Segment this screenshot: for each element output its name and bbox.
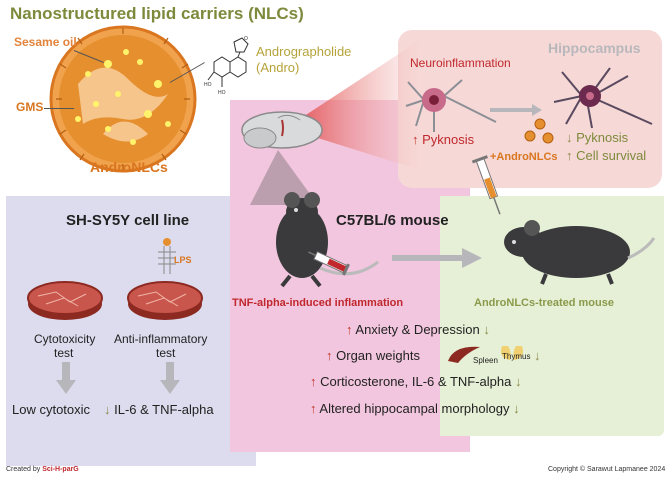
thymus-icon: [501, 346, 523, 360]
cell-line-panel: [6, 196, 256, 466]
inflamed-neuron-icon: [405, 79, 497, 132]
nlc-name-label: AndroNLCs: [90, 159, 168, 175]
cell-survival-text: ↑ Cell survival: [566, 148, 646, 163]
down-arrow-left-icon: [56, 362, 76, 394]
mouse-title: C57BL/6 mouse: [336, 212, 449, 229]
nanoparticles-icon: [524, 118, 554, 144]
healthy-neuron-icon: [553, 67, 653, 129]
neuroinflammation-label: Neuroinflammation: [410, 56, 511, 70]
gms-label: GMS: [16, 100, 44, 114]
pyknosis-up-text: ↑ Pyknosis: [412, 132, 474, 147]
outcome-hippo-label: Altered hippocampal morphology: [319, 401, 510, 416]
created-by: Created by Sci-H-parG: [6, 466, 79, 473]
lps-label: LPS: [174, 255, 192, 265]
up-arrow-icon: ↑: [326, 348, 333, 363]
outcome-anxiety-label: Anxiety & Depression: [355, 322, 480, 337]
treated-mouse-icon: [504, 220, 656, 285]
gms-pointer: [44, 108, 74, 109]
down-arrow-icon: ↓: [534, 348, 541, 363]
cell-survival-label: Cell survival: [576, 148, 647, 163]
up-arrow-icon: ↑: [346, 322, 353, 337]
up-arrow-icon: ↑: [566, 148, 573, 163]
down-arrow-icon: ↓: [104, 402, 111, 417]
transition-arrow-icon: [490, 104, 542, 116]
pyknosis-down-text: ↓ Pyknosis: [566, 130, 628, 145]
low-cytotoxic-result: Low cytotoxic: [12, 402, 91, 417]
inflammation-label: TNF-alpha-induced inflammation: [232, 297, 404, 309]
treatment-label: +AndroNLCs: [490, 151, 558, 163]
andro-label-line2: (Andro): [256, 60, 300, 75]
svg-text:HO: HO: [218, 90, 226, 96]
down-arrow-icon: ↓: [513, 401, 520, 416]
up-arrow-icon: ↑: [412, 132, 419, 147]
svg-text:HO: HO: [204, 82, 212, 88]
cytotoxicity-label-2: test: [54, 346, 74, 360]
pyknosis-up-label: Pyknosis: [422, 132, 475, 147]
created-prefix: Created by: [6, 466, 43, 473]
brain-icon: [241, 111, 323, 149]
svg-text:O: O: [244, 36, 248, 42]
lps-molecule-icon: [158, 238, 176, 274]
hippocampus-title: Hippocampus: [548, 40, 641, 56]
nlc-particle: [49, 25, 197, 173]
down-arrow-icon: ↓: [514, 374, 522, 389]
outcome-anxiety: ↑ Anxiety & Depression ↓: [346, 322, 490, 337]
created-brand: Sci-H-parG: [42, 466, 79, 473]
sesame-oil-label: Sesame oil: [14, 35, 77, 49]
cell-line-title: SH-SY5Y cell line: [66, 212, 190, 229]
outcome-corticosterone: ↑ Corticosterone, IL-6 & TNF-alpha ↓: [310, 374, 521, 389]
il6-result-label: IL-6 & TNF-alpha: [114, 402, 214, 417]
cytotoxicity-label-1: Cytotoxicity: [34, 332, 96, 346]
copyright: Copyright © Sarawut Lapmanee 2024: [548, 466, 666, 473]
pyknosis-down-label: Pyknosis: [576, 130, 629, 145]
andro-label-line1: Andrographolide: [256, 44, 352, 59]
anti-inflammatory-label-2: test: [156, 346, 176, 360]
up-arrow-icon: ↑: [310, 401, 317, 416]
inflammation-syringe-icon: [308, 251, 350, 276]
petri-dish-left-icon: [27, 281, 103, 320]
outcome-organ-label: Organ weights: [336, 348, 420, 363]
down-arrow-icon: ↓: [566, 130, 573, 145]
down-arrow-right-icon: [160, 362, 180, 394]
up-arrow-icon: ↑: [310, 374, 317, 389]
thymus-label: Thymus: [502, 352, 531, 361]
spleen-icon: [448, 346, 480, 363]
outcome-cortico-label: Corticosterone, IL-6 & TNF-alpha: [320, 374, 512, 389]
anti-inflammatory-label-1: Anti-inflammatory: [114, 332, 208, 346]
syringe-icon: [471, 155, 501, 215]
il6-result: ↓ IL-6 & TNF-alpha: [104, 402, 214, 417]
spleen-label: Spleen: [473, 356, 498, 365]
outcome-organ-weights: ↑ Organ weights: [326, 348, 420, 363]
organ-down-arrow: ↓: [534, 348, 541, 363]
petri-dish-right-icon: [127, 281, 203, 320]
andrographolide-structure-icon: O HO HO: [204, 36, 249, 96]
page-title: Nanostructured lipid carriers (NLCs): [10, 4, 304, 23]
outcome-hippocampal: ↑ Altered hippocampal morphology ↓: [310, 401, 520, 416]
treatment-arrow-icon: [392, 248, 482, 268]
treated-mouse-label: AndroNLCs-treated mouse: [474, 297, 614, 309]
down-arrow-icon: ↓: [483, 322, 490, 337]
